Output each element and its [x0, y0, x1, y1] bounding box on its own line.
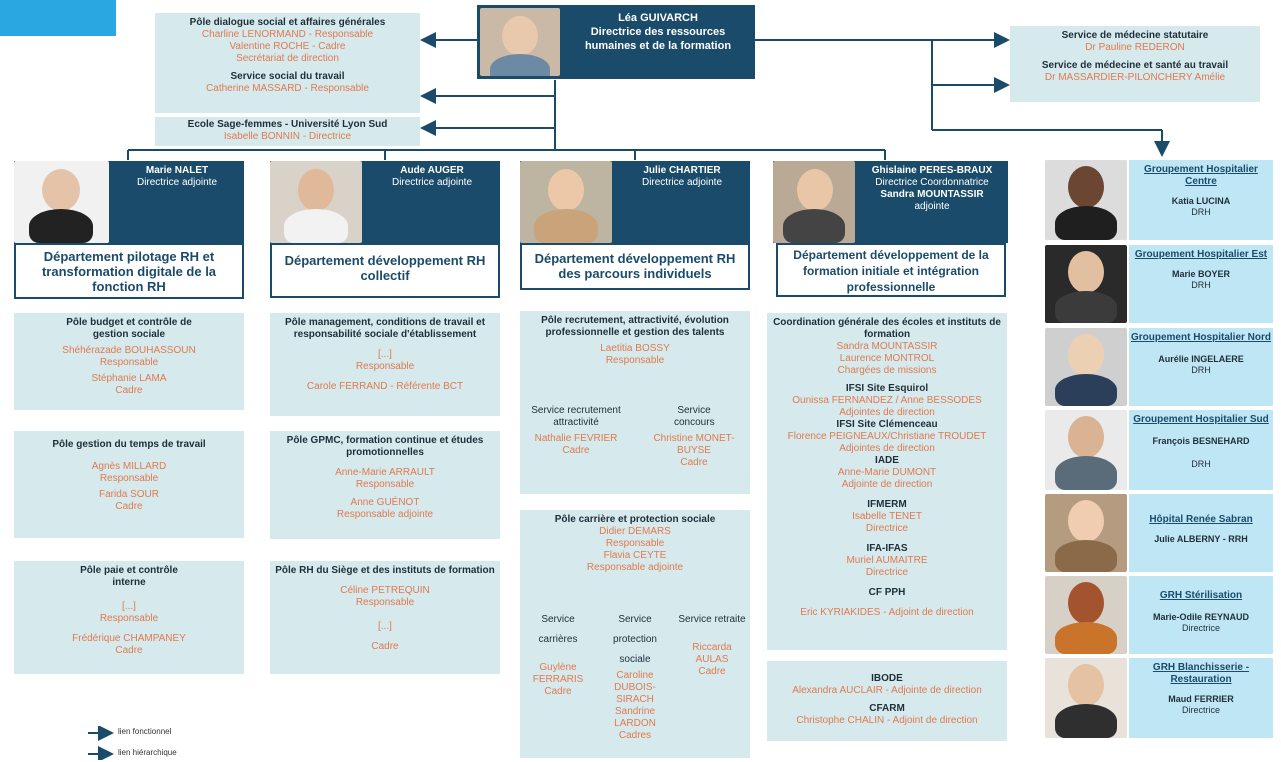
ecole-box: Ecole Sage-femmes - Université Lyon Sud …	[155, 117, 420, 146]
col2-pole-1: Pôle management, conditions de travail e…	[270, 313, 500, 416]
service-social-l1: Catherine MASSARD - Responsable	[206, 83, 369, 94]
pole-dialogue-l3: Secrétariat de direction	[236, 53, 339, 64]
deputy-4-role: Directrice Coordonnatrice	[875, 177, 989, 188]
service-social-title: Service social du travail	[230, 71, 345, 82]
ecole-title: Ecole Sage-femmes - Université Lyon Sud	[187, 119, 388, 130]
col2-pole-2: Pôle GPMC, formation continue et études …	[270, 431, 500, 539]
group-2: Groupement Hospitalier Est Marie BOYER D…	[1045, 245, 1273, 323]
deputy-4-name2: Sandra MOUNTASSIR	[880, 189, 984, 200]
deputy-1-name: Marie NALET	[145, 165, 209, 176]
deputy-2-role: Directrice adjointe	[391, 177, 473, 188]
medecine-title2: Service de médecine et santé au travail	[1041, 60, 1229, 71]
deputy-3-role: Directrice adjointe	[641, 177, 723, 188]
group-4: Groupement Hospitalier Sud François BESN…	[1045, 410, 1273, 490]
medecine-name1: Dr Pauline REDERON	[1085, 42, 1185, 53]
col4-pole-1: Coordination générale des écoles et inst…	[767, 313, 1007, 650]
dept-3: Département développement RH des parcour…	[520, 243, 750, 290]
director-photo	[480, 8, 560, 76]
medecine-box: Service de médecine statutaire Dr Paulin…	[1010, 26, 1260, 102]
deputy-3-photo	[520, 161, 612, 243]
pole-dialogue-box: Pôle dialogue social et affaires général…	[155, 13, 420, 113]
pole-dialogue-l2: Valentine ROCHE - Cadre	[229, 41, 346, 52]
deputy-2-name: Aude AUGER	[400, 165, 464, 176]
pole-dialogue-l1: Charline LENORMAND - Responsable	[201, 29, 374, 40]
col3-pole-2: Pôle carrière et protection sociale Didi…	[520, 510, 750, 758]
group-3: Groupement Hospitalier Nord Aurélie INGE…	[1045, 328, 1273, 406]
group-6: GRH Stérilisation Marie-Odile REYNAUD Di…	[1045, 576, 1273, 654]
deputy-2-photo	[270, 161, 362, 243]
col3-pole-1: Pôle recrutement, attractivité, évolutio…	[520, 311, 750, 494]
ecole-l1: Isabelle BONNIN - Directrice	[223, 131, 352, 142]
col1-pole-2: Pôle gestion du temps de travail Agnès M…	[14, 431, 244, 538]
deputy-4-photo	[773, 161, 855, 243]
group-7: GRH Blanchisserie - Restauration Maud FE…	[1045, 658, 1273, 738]
col1-pole-1: Pôle budget et contrôle de gestion socia…	[14, 313, 244, 410]
deputy-1-photo	[14, 161, 109, 243]
group-5: Hôpital Renée Sabran Julie ALBERNY - RRH	[1045, 494, 1273, 572]
col2-pole-3: Pôle RH du Siège et des instituts de for…	[270, 561, 500, 674]
dept-1: Département pilotage RH et transformatio…	[14, 243, 244, 299]
deputy-4-role2: adjointe	[914, 201, 950, 212]
logo	[0, 0, 116, 36]
group-1: Groupement Hospitalier Centre Katia LUCI…	[1045, 160, 1273, 240]
dept-4: Département développement de la formatio…	[776, 243, 1006, 297]
legend-hierarchical: lien hiérarchique	[118, 748, 177, 757]
director-box: Léa GUIVARCH Directrice des ressources h…	[477, 5, 755, 79]
deputy-1-header: Marie NALET Directrice adjointe	[14, 161, 244, 243]
deputy-4-header: Ghislaine PERES-BRAUX Directrice Coordon…	[773, 161, 1008, 243]
deputy-2-header: Aude AUGER Directrice adjointe	[270, 161, 500, 243]
deputy-3-name: Julie CHARTIER	[643, 165, 721, 176]
director-name: Léa GUIVARCH	[618, 12, 698, 24]
legend: lien fonctionnel lien hiérarchique	[88, 726, 208, 760]
medecine-title1: Service de médecine statutaire	[1061, 30, 1209, 41]
deputy-4-name: Ghislaine PERES-BRAUX	[871, 165, 993, 176]
deputy-3-header: Julie CHARTIER Directrice adjointe	[520, 161, 750, 243]
col4-pole-2: IBODE Alexandra AUCLAIR - Adjointe de di…	[767, 661, 1007, 741]
deputy-1-role: Directrice adjointe	[136, 177, 218, 188]
col1-pole-3: Pôle paie et contrôle interne [...] Resp…	[14, 561, 244, 674]
legend-functional: lien fonctionnel	[118, 727, 172, 736]
medecine-name2: Dr MASSARDIER-PILONCHERY Amélie	[1044, 72, 1226, 83]
dept-2: Département développement RH collectif	[270, 243, 500, 298]
director-title: Directrice des ressources humaines et de…	[584, 26, 732, 52]
pole-dialogue-title: Pôle dialogue social et affaires général…	[189, 17, 386, 28]
